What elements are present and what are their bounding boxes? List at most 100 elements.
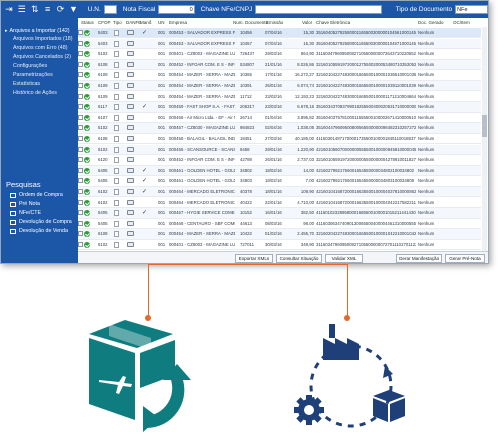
row-checkbox[interactable] bbox=[78, 210, 83, 216]
export-xmls-button[interactable]: Exportar XMLs bbox=[235, 254, 273, 263]
col-num-documento[interactable]: Num. Documento bbox=[233, 20, 269, 25]
row-checkbox[interactable] bbox=[78, 125, 83, 131]
vertical-scrollbar[interactable] bbox=[482, 27, 487, 251]
row-checkbox[interactable] bbox=[78, 51, 83, 57]
row-checkbox[interactable] bbox=[78, 40, 83, 46]
printer-icon[interactable] bbox=[127, 167, 134, 173]
printer-icon[interactable] bbox=[127, 178, 134, 184]
row-checkbox[interactable] bbox=[78, 114, 83, 120]
col-status[interactable]: Status bbox=[81, 20, 94, 25]
sidebar-item-parametrizacoes[interactable]: Parametrizações bbox=[13, 72, 53, 78]
sidebar-item-importados[interactable]: Arquivos Importados (18) bbox=[13, 36, 73, 42]
tipo-documento-select[interactable]: NFe bbox=[455, 5, 488, 14]
col-un[interactable]: UN bbox=[158, 20, 165, 25]
search-link-nfe-cte[interactable]: NFe/CTE bbox=[10, 210, 41, 216]
printer-icon[interactable] bbox=[127, 146, 134, 152]
row-checkbox[interactable] bbox=[78, 93, 83, 99]
row-checkbox[interactable] bbox=[78, 30, 83, 35]
filter-icon[interactable]: ▼ bbox=[68, 4, 78, 14]
refresh-icon[interactable]: ⟳ bbox=[56, 4, 65, 14]
consultar-situacao-button[interactable]: Consultar Situação bbox=[276, 254, 322, 263]
row-checkbox[interactable] bbox=[78, 189, 83, 194]
sort-icon[interactable]: ⇅ bbox=[30, 4, 39, 14]
un-input[interactable] bbox=[103, 5, 117, 14]
scroll-thumb[interactable] bbox=[482, 115, 487, 137]
validar-xml-button[interactable]: Validar XML bbox=[325, 254, 363, 263]
sidebar-item-estatisticas[interactable]: Estatísticas bbox=[13, 81, 41, 87]
sidebar-item-erro[interactable]: Arquivos com Erro (48) bbox=[13, 45, 68, 51]
col-cfop[interactable]: CFOP bbox=[98, 20, 111, 25]
search-link-pre-nota[interactable]: Pré Nota bbox=[10, 201, 40, 207]
col-emissao[interactable]: Emissão bbox=[266, 20, 284, 25]
printer-icon[interactable] bbox=[127, 114, 134, 120]
printer-icon[interactable] bbox=[127, 40, 134, 46]
col-manif[interactable]: Manif. bbox=[140, 20, 153, 25]
col-oc-item[interactable]: OC/Item bbox=[453, 20, 470, 25]
row-checkbox[interactable] bbox=[78, 242, 83, 247]
printer-icon[interactable] bbox=[127, 242, 134, 247]
printer-icon[interactable] bbox=[127, 199, 134, 205]
printer-icon[interactable] bbox=[127, 231, 134, 237]
printer-icon[interactable] bbox=[127, 210, 134, 216]
rows-icon[interactable]: ≡ bbox=[44, 4, 51, 14]
gerar-pre-nota-button[interactable]: Gerar Pré-Nota bbox=[445, 254, 485, 263]
sidebar-item-cancelados[interactable]: Arquivos Cancelados (2) bbox=[13, 54, 71, 60]
row-checkbox[interactable] bbox=[78, 136, 83, 141]
col-valor[interactable]: Valor bbox=[302, 20, 313, 25]
row-checkbox[interactable] bbox=[78, 83, 83, 88]
row-checkbox[interactable] bbox=[78, 61, 83, 67]
chave-input[interactable] bbox=[255, 5, 382, 14]
printer-icon[interactable] bbox=[127, 61, 134, 67]
nota-fiscal-input[interactable]: 0 bbox=[158, 5, 195, 14]
row-checkbox[interactable] bbox=[78, 167, 83, 173]
col-empresa[interactable]: Empresa bbox=[169, 20, 188, 25]
row-checkbox[interactable] bbox=[78, 178, 83, 184]
printer-icon[interactable] bbox=[127, 157, 134, 163]
sidebar-item-historico[interactable]: Histórico de Ações bbox=[13, 90, 57, 96]
row-checkbox[interactable] bbox=[78, 199, 83, 205]
list-icon[interactable]: ☰ bbox=[17, 4, 26, 14]
search-link-devolucao-compra[interactable]: Devolução de Compra bbox=[10, 219, 72, 225]
row-checkbox[interactable] bbox=[78, 220, 83, 226]
row-checkbox[interactable] bbox=[78, 231, 83, 237]
row-checkbox[interactable] bbox=[78, 104, 83, 110]
search-link-ordem-compra[interactable]: Ordem de Compra bbox=[10, 192, 63, 198]
row-checkbox[interactable] bbox=[78, 72, 83, 78]
printer-icon[interactable] bbox=[127, 104, 134, 110]
search-link-devolucao-venda[interactable]: Devolução de Venda bbox=[10, 228, 68, 234]
printer-icon[interactable] bbox=[127, 30, 134, 35]
printer-icon[interactable] bbox=[127, 83, 134, 88]
arrow-in-icon[interactable]: ⇥ bbox=[5, 4, 13, 14]
printer-icon[interactable] bbox=[127, 51, 134, 57]
sidebar-item-configuracoes[interactable]: Configurações bbox=[13, 63, 48, 69]
sidebar-item-arquivos-importar[interactable]: Arquivos a Importar (142) bbox=[5, 28, 70, 34]
row-checkbox[interactable] bbox=[78, 146, 83, 152]
printer-icon[interactable] bbox=[127, 220, 134, 226]
col-doc-gerado[interactable]: Doc. Gerado bbox=[418, 20, 444, 25]
gerar-manifestacao-button[interactable]: Gerar Manifestação bbox=[396, 254, 442, 263]
row-checkbox[interactable] bbox=[78, 157, 83, 163]
printer-icon[interactable] bbox=[127, 189, 134, 194]
printer-icon[interactable] bbox=[127, 136, 134, 141]
